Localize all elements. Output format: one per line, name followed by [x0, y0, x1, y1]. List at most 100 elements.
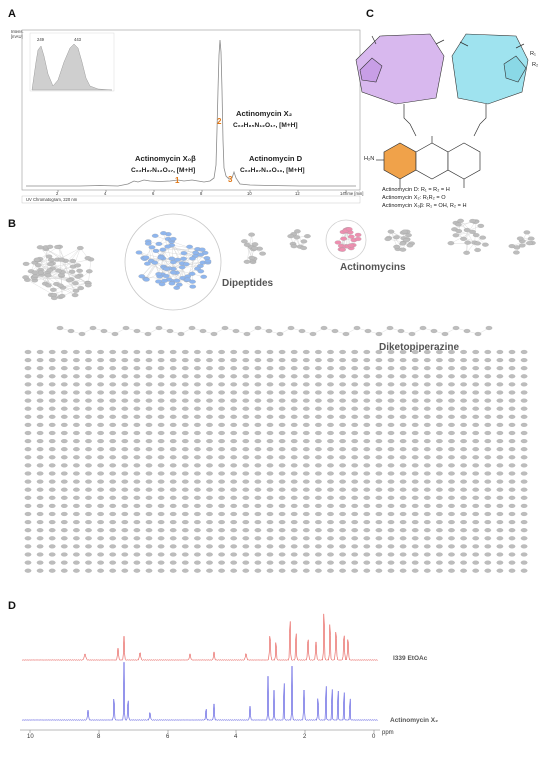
network-node — [278, 471, 286, 476]
network-node — [447, 241, 455, 246]
network-node — [48, 374, 56, 379]
network-node — [411, 366, 419, 371]
network-node — [254, 503, 262, 508]
network-node — [155, 272, 163, 277]
network-node — [184, 277, 191, 282]
network-node — [448, 382, 455, 387]
network-node — [169, 520, 177, 525]
network-node — [411, 511, 419, 517]
network-node — [206, 374, 213, 379]
network-node — [484, 406, 492, 411]
network-node — [194, 455, 201, 460]
network-node — [36, 463, 44, 468]
network-node — [520, 503, 528, 508]
network-node — [508, 447, 516, 452]
network-node — [194, 398, 201, 403]
network-node — [508, 487, 516, 492]
network-node — [287, 234, 295, 239]
network-node — [472, 560, 480, 565]
nmr-x-tick: 8 — [97, 734, 101, 740]
network-node — [508, 439, 516, 444]
network-node — [364, 328, 372, 334]
network-node — [133, 382, 141, 387]
network-node — [339, 528, 346, 533]
network-node — [460, 406, 467, 411]
network-node — [472, 487, 480, 492]
network-node — [48, 544, 56, 549]
network-node — [496, 422, 504, 427]
network-node — [200, 274, 208, 279]
network-node — [508, 503, 516, 508]
network-node — [315, 398, 322, 403]
network-node — [194, 568, 201, 573]
network-node — [393, 244, 400, 249]
network-node — [302, 406, 310, 411]
network-node — [133, 479, 141, 484]
network-node — [290, 366, 298, 371]
network-node — [230, 390, 238, 395]
network-node — [145, 382, 153, 387]
cluster-label-dipeptides: Dipeptides — [222, 278, 274, 289]
network-node — [145, 349, 153, 355]
network-node — [423, 422, 431, 427]
network-node — [327, 520, 334, 525]
network-node — [73, 374, 80, 379]
network-node — [181, 520, 189, 525]
network-node — [327, 471, 334, 476]
network-node — [484, 528, 492, 533]
network-node — [290, 552, 298, 557]
network-node — [73, 544, 80, 549]
network-node — [206, 358, 213, 363]
network-node — [230, 495, 238, 500]
network-node — [472, 528, 480, 533]
network-node — [109, 471, 117, 476]
network-node — [162, 273, 170, 279]
network-node — [508, 406, 516, 411]
nmr-spectra — [20, 613, 380, 733]
network-node — [484, 560, 492, 565]
network-node — [133, 430, 141, 436]
network-node — [484, 398, 492, 403]
network-node — [411, 520, 419, 525]
network-node — [460, 358, 467, 363]
network-node — [109, 422, 117, 427]
network-node — [60, 560, 68, 565]
network-node — [472, 503, 480, 508]
network-node — [169, 560, 177, 565]
network-node — [484, 455, 492, 460]
network-node — [85, 536, 92, 541]
network-node — [496, 349, 504, 355]
network-node — [460, 236, 467, 241]
network-node — [290, 390, 298, 395]
network-node — [242, 544, 250, 549]
network-node — [423, 439, 431, 444]
network-node — [254, 544, 262, 549]
network-node — [181, 398, 189, 403]
network-node — [242, 358, 250, 363]
network-node — [218, 463, 225, 468]
network-node — [436, 349, 443, 355]
network-node — [188, 271, 196, 276]
network-node — [254, 568, 262, 573]
network-node — [472, 430, 480, 436]
network-node — [85, 503, 92, 508]
network-node — [363, 455, 371, 460]
network-node — [169, 463, 177, 468]
network-node — [298, 328, 306, 334]
network-node — [460, 430, 467, 436]
network-node — [327, 374, 334, 379]
network-node — [327, 495, 334, 500]
network-node — [194, 463, 201, 468]
network-node — [169, 358, 177, 363]
network-node — [121, 503, 129, 508]
network-node — [218, 568, 225, 573]
x-tick-label: 8 — [200, 191, 203, 196]
network-node — [472, 479, 480, 484]
network-node — [230, 544, 238, 549]
network-node — [375, 439, 383, 444]
network-node — [387, 447, 395, 452]
network-node — [387, 390, 395, 395]
network-node — [339, 463, 346, 468]
network-node — [460, 479, 467, 484]
network-node — [180, 251, 188, 256]
